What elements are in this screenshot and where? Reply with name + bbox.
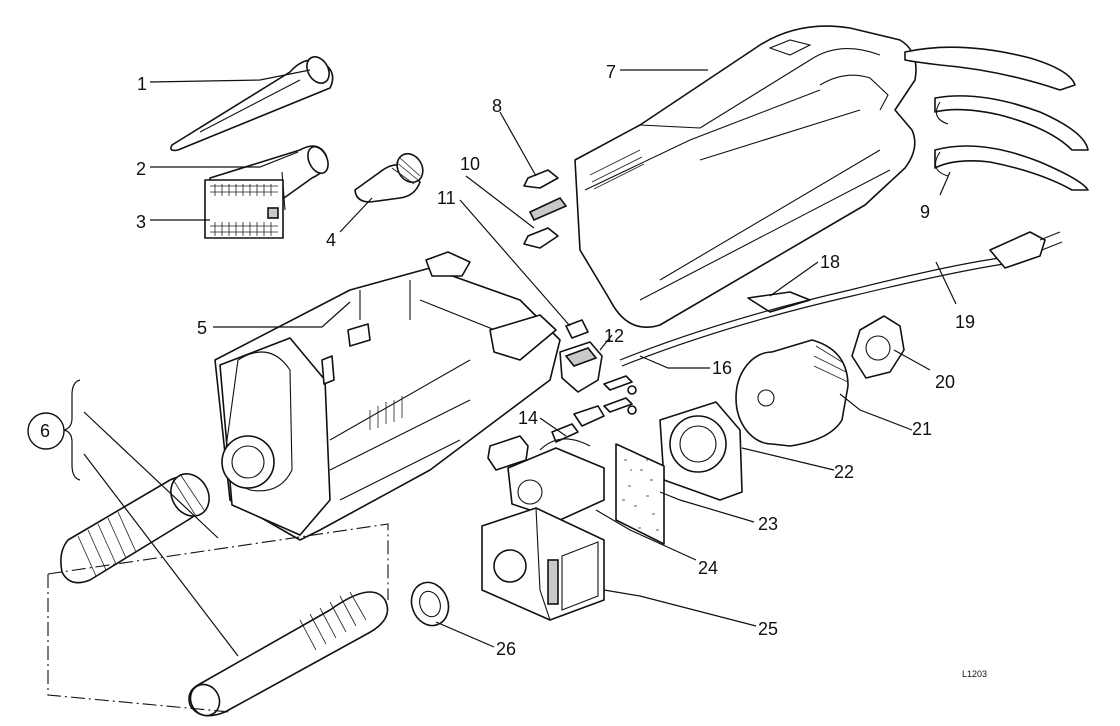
callout-10: 10: [460, 154, 480, 174]
part-26-ring: [410, 581, 450, 627]
callout-12: 12: [604, 326, 624, 346]
callout-18: 18: [820, 252, 840, 272]
part-6-bracket: [63, 379, 81, 481]
callout-3: 3: [136, 212, 146, 232]
hose-axis-dashed: [47, 523, 389, 713]
callout-20: 20: [935, 372, 955, 392]
part-9-strap: [904, 46, 1089, 191]
part-12-switch-housing: [559, 341, 603, 393]
part-10-clip: [523, 197, 568, 249]
callout-1: 1: [137, 74, 147, 94]
callout-16: 16: [712, 358, 732, 378]
part-6-leader-upper: [83, 411, 219, 539]
drawing-code: L1203: [962, 669, 987, 679]
part-20-fan-guard: [851, 315, 905, 379]
part-7-body-shell: [574, 25, 917, 329]
callout-26: 26: [496, 639, 516, 659]
part-4-adaptor: [354, 152, 424, 203]
callout-11: 11: [437, 188, 456, 208]
part-19-power-cord: [619, 231, 1063, 367]
part-16-screws: [603, 375, 637, 415]
part-5-base-frame: [214, 251, 561, 541]
callout-6: 6: [40, 421, 50, 441]
part-23-foam-filter: [615, 443, 665, 545]
part-1-crevice-tool: [170, 56, 334, 152]
callout-25: 25: [758, 619, 778, 639]
callout-4: 4: [326, 230, 336, 250]
part-25-dust-container: [481, 507, 605, 621]
part-8-clip: [523, 169, 559, 189]
part-14-connectors: [487, 405, 605, 471]
part-22-motor-plate: [659, 401, 743, 501]
callout-14: 14: [518, 408, 538, 428]
callout-23: 23: [758, 514, 778, 534]
part-11-switch-cap: [565, 319, 589, 339]
part-6-hose-lower: [188, 591, 389, 717]
leader-lines: [149, 69, 957, 648]
callout-9: 9: [920, 202, 930, 222]
part-21-motor: [735, 339, 849, 447]
callout-8: 8: [492, 96, 502, 116]
part-3-brush: [204, 179, 284, 239]
callout-circle-6: [27, 412, 65, 450]
callout-19: 19: [955, 312, 975, 332]
part-24-filter-holder: [507, 438, 605, 521]
part-6-leader-lower: [83, 453, 239, 657]
callout-7: 7: [606, 62, 616, 82]
callout-21: 21: [912, 419, 932, 439]
callout-24: 24: [698, 558, 718, 578]
callout-5: 5: [197, 318, 207, 338]
part-6-hose-upper: [60, 473, 210, 584]
callout-22: 22: [834, 462, 854, 482]
callout-2: 2: [136, 159, 146, 179]
